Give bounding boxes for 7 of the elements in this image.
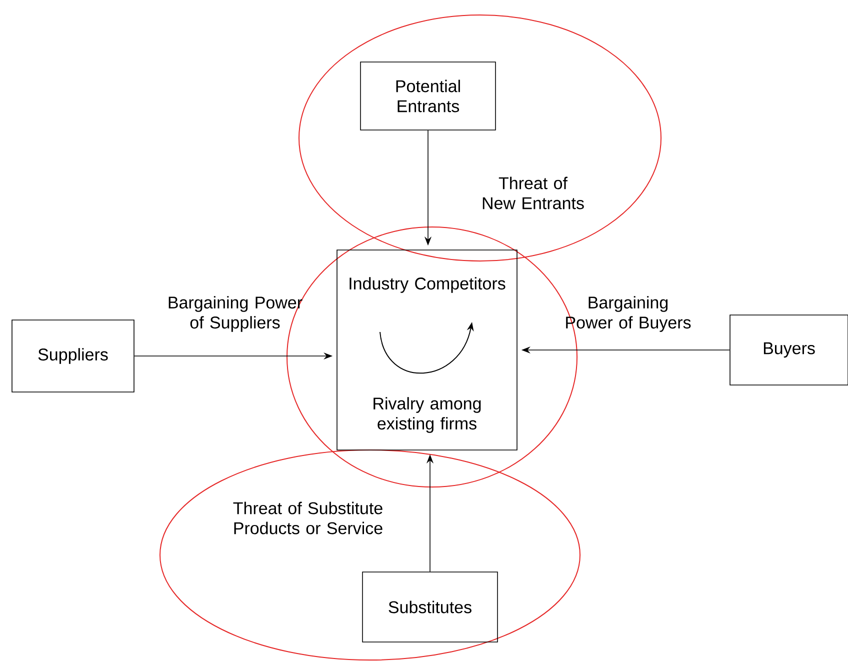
edge-label: Threat of New Entrants — [482, 176, 584, 210]
process-box: Suppliers — [12, 320, 134, 392]
process-box: Buyers — [730, 314, 848, 386]
process-box: Substitutes — [362, 572, 498, 642]
process-box: Industry Competitors Rivalry among existing firms — [336, 250, 518, 450]
process-box: Potential Entrants — [360, 62, 496, 130]
edge-label: Threat of Substitute Products or Service — [233, 502, 382, 534]
